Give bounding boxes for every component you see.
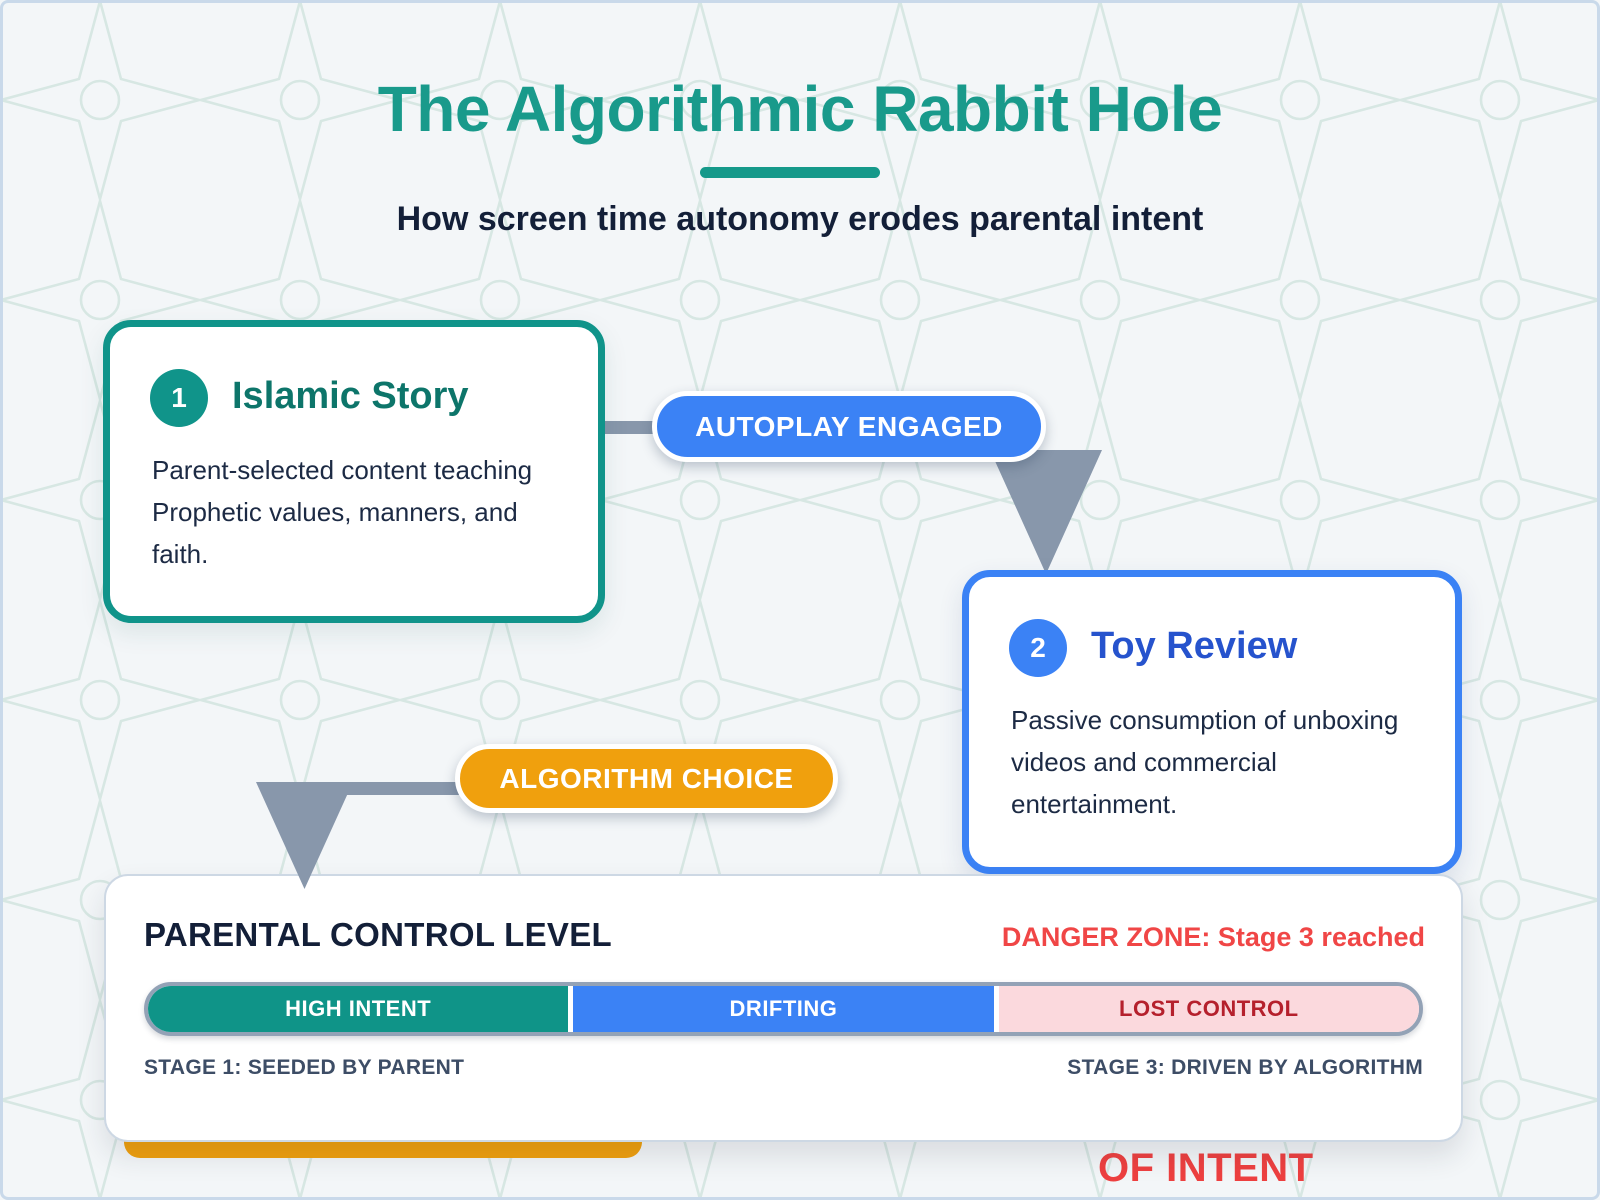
stage-3-label: STAGE 3: DRIVEN BY ALGORITHM	[1067, 1056, 1423, 1079]
step-number-badge: 1	[150, 369, 208, 427]
bar-segment-drifting: DRIFTING	[573, 986, 994, 1032]
stage-1-label: STAGE 1: SEEDED BY PARENT	[144, 1056, 465, 1079]
connector-line	[588, 421, 660, 434]
parental-control-panel: PARENTAL CONTROL LEVEL DANGER ZONE: Stag…	[104, 874, 1463, 1142]
page-subtitle: How screen time autonomy erodes parental…	[396, 200, 1204, 238]
step-card-description: Passive consumption of unboxing videos a…	[1011, 705, 1399, 819]
autoplay-engaged-pill: AUTOPLAY ENGAGED	[652, 391, 1046, 462]
clipped-heading-of-intent: OF INTENT	[1098, 1146, 1314, 1190]
step-number-badge: 2	[1009, 619, 1067, 677]
algorithm-choice-pill: ALGORITHM CHOICE	[455, 744, 838, 813]
step-card-title: Islamic Story	[232, 375, 469, 417]
page-title: The Algorithmic Rabbit Hole	[377, 73, 1223, 145]
bar-segment-lost-control: LOST CONTROL	[998, 986, 1419, 1032]
control-level-bar: HIGH INTENT DRIFTING LOST CONTROL	[144, 982, 1423, 1036]
step-card-title: Toy Review	[1091, 625, 1298, 667]
step-card-toy-review: 2 Toy Review Passive consumption of unbo…	[962, 570, 1462, 874]
danger-zone-alert: DANGER ZONE: Stage 3 reached	[1001, 922, 1425, 952]
panel-title: PARENTAL CONTROL LEVEL	[144, 916, 613, 953]
title-underline-bar	[700, 167, 880, 178]
step-card-islamic-story: 1 Islamic Story Parent-selected content …	[103, 320, 605, 623]
step-card-description: Parent-selected content teaching Prophet…	[152, 455, 533, 569]
bar-segment-high-intent: HIGH INTENT	[148, 986, 569, 1032]
